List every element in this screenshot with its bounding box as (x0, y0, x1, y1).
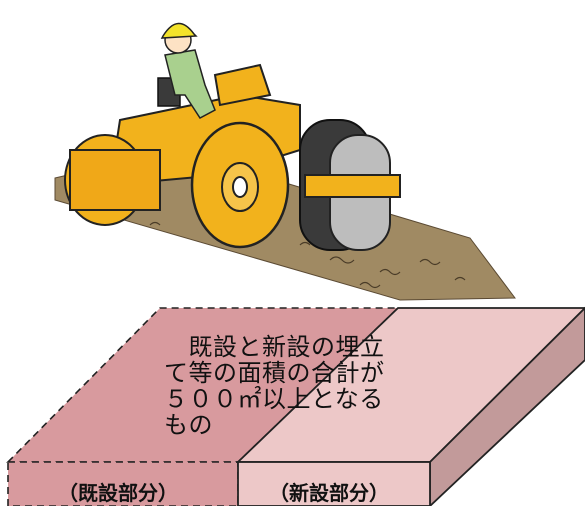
rear-bumper (304, 174, 401, 198)
roller-front-frame (69, 149, 161, 211)
existing-area-block (6, 307, 400, 463)
rear-wheel-center (232, 176, 248, 198)
caption-line: 既設と新設の埋立 (164, 333, 385, 361)
worker-figure (160, 22, 216, 119)
new-area-front (237, 461, 431, 506)
caption-line: て等の面積の合計が (164, 359, 385, 387)
road-roller (64, 63, 401, 251)
existing-area-front (7, 461, 239, 506)
area-condition-caption: 既設と新設の埋立 て等の面積の合計が ５００㎡以上となる もの (164, 334, 444, 438)
new-part-label: （新設部分） (269, 481, 389, 505)
roller-console (213, 63, 272, 107)
worker-helmet (160, 22, 198, 39)
caption-line: ５００㎡以上となる (164, 385, 384, 413)
existing-part-label: （既設部分） (58, 481, 178, 505)
soil-texture (99, 201, 466, 289)
worker-body (164, 49, 216, 119)
caption-line: もの (164, 411, 213, 439)
